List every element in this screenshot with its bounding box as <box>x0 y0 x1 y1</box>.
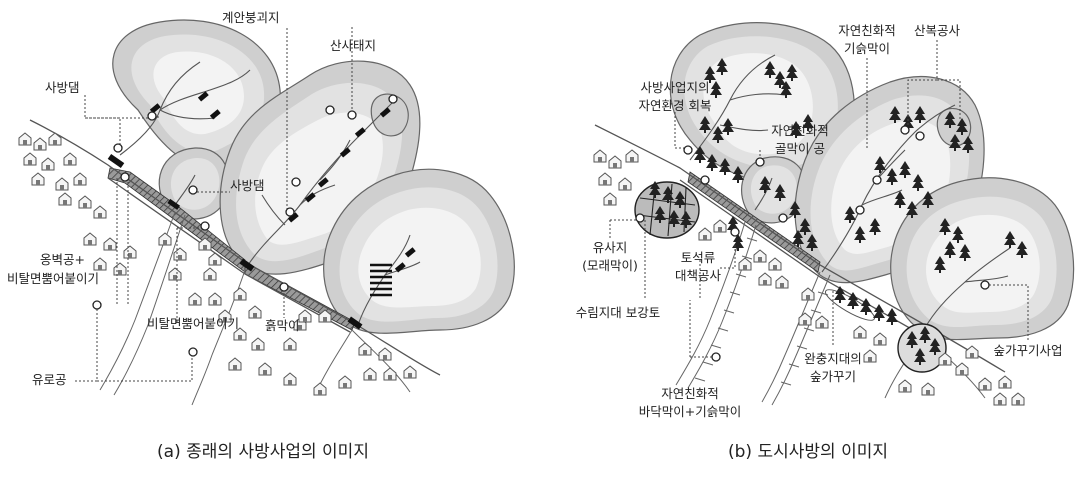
label-sabang-dam-2: 사방댐 <box>230 178 265 193</box>
label-yusa-2: (모래막이) <box>582 258 638 273</box>
label-surim: 수림지대 보강토 <box>576 305 660 320</box>
label-sabok: 산복공사 <box>914 23 961 38</box>
label-nat-gisul-2: 기슭막이 <box>844 41 890 56</box>
label-nat-gisul-1: 자연친화적 <box>838 23 896 38</box>
label-toseok-1: 토석류 <box>681 250 716 265</box>
label-sabang-dam-1: 사방댐 <box>45 80 80 95</box>
label-nat-bottom-1: 자연친화적 <box>661 386 719 401</box>
label-ongbyeok-1: 옹벽공+ <box>40 252 85 267</box>
label-ongbyeok-2: 비탈면뿜어붙이기 <box>7 271 99 286</box>
right-diagram: 자연친화적 기슭막이 산복공사 사방사업지의 자연환경 회복 자연친화적 골막이… <box>576 23 1074 462</box>
label-bital: 비탈면뿜어붙이기 <box>147 316 239 331</box>
caption-right: (b) 도시사방의 이미지 <box>728 442 888 462</box>
label-gyean: 계안붕괴지 <box>222 10 280 25</box>
label-buffer-2: 숲가꾸기 <box>810 369 856 384</box>
label-yusa-1: 유사지 <box>593 240 628 255</box>
label-nat-bottom-2: 바닥막이+기슭막이 <box>639 404 741 419</box>
caption-left: (a) 종래의 사방사업의 이미지 <box>157 442 369 462</box>
label-nat-gol-2: 골막이 공 <box>775 141 825 156</box>
label-restore-2: 자연환경 회복 <box>639 98 712 113</box>
label-toseok-2: 대책공사 <box>675 268 722 283</box>
label-restore-1: 사방사업지의 <box>640 80 709 95</box>
label-nat-gol-1: 자연친화적 <box>771 123 829 138</box>
label-sansa: 산사태지 <box>330 38 376 53</box>
label-yuro: 유로공 <box>32 372 67 387</box>
label-heuk: 흙막이 <box>265 318 300 333</box>
label-buffer-1: 완충지대의 <box>804 351 862 366</box>
left-diagram: 계안붕괴지 산사태지 사방댐 사방댐 옹벽공+ 비탈면뿜어붙이기 비탈면뿜어붙이… <box>7 10 514 462</box>
label-forest: 숲가꾸기사업 <box>993 343 1062 358</box>
